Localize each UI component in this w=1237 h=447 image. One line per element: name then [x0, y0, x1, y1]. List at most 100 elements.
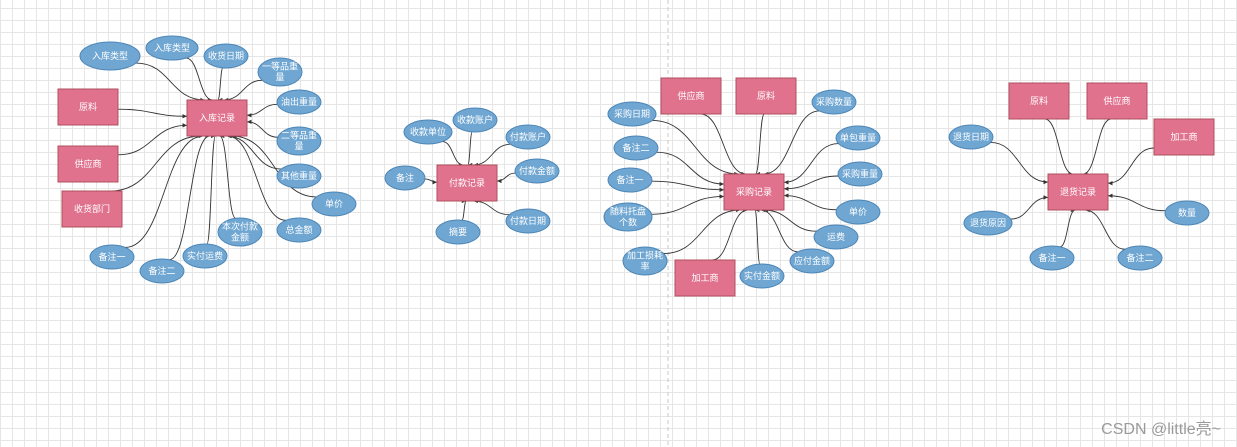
attribute-ellipse[interactable]: [217, 217, 263, 247]
relationship-edge: [1044, 118, 1074, 175]
relationship-edge: [219, 135, 237, 219]
relationship-edge: [754, 209, 761, 265]
arrow-head: [182, 114, 187, 119]
attribute-label: 实付运费: [187, 250, 223, 262]
attribute-ellipse[interactable]: [276, 89, 322, 115]
relationship-edge: [1107, 147, 1155, 184]
entity-box-center[interactable]: [436, 164, 498, 202]
attribute-label: 收款账户: [457, 114, 493, 126]
attribute-label: 单包重量: [840, 132, 876, 144]
attribute-ellipse[interactable]: [1164, 200, 1210, 226]
attribute-ellipse[interactable]: [811, 89, 857, 115]
relationship-edge: [473, 200, 510, 216]
entity-box[interactable]: [674, 259, 736, 297]
attribute-ellipse[interactable]: [182, 243, 228, 269]
attribute-label: 入库类型: [154, 42, 190, 54]
entity-box[interactable]: [1153, 118, 1215, 156]
relationship-edge: [1059, 209, 1076, 248]
attribute-ellipse[interactable]: [79, 41, 141, 71]
attribute-ellipse[interactable]: [514, 158, 560, 184]
entity-box-center[interactable]: [723, 173, 785, 211]
attribute-ellipse[interactable]: [835, 199, 881, 225]
attribute-label: 退货日期: [953, 131, 989, 143]
attribute-ellipse[interactable]: [505, 208, 551, 234]
attribute-ellipse[interactable]: [1117, 245, 1163, 271]
attribute-ellipse[interactable]: [505, 124, 551, 150]
attribute-ellipse[interactable]: [403, 119, 453, 145]
attribute-label: 备注二: [148, 265, 175, 277]
attribute-label: 金额: [231, 232, 249, 244]
relationship-edge: [651, 196, 725, 215]
entity-box-center[interactable]: [1047, 173, 1109, 211]
arrow-head: [247, 119, 252, 125]
relationship-edge: [763, 110, 820, 175]
attribute-ellipse[interactable]: [452, 107, 498, 133]
attribute-ellipse[interactable]: [139, 258, 185, 284]
attribute-ellipse[interactable]: [835, 125, 881, 151]
entity-box[interactable]: [1008, 82, 1070, 120]
attribute-ellipse[interactable]: [622, 246, 668, 276]
diagram-caigou: 采购记录供应商原料加工商采购日期备注二备注一随料托盘个数加工损耗率采购数量单包重…: [603, 77, 883, 297]
relationship-edge: [206, 135, 216, 245]
entity-label: 加工商: [691, 272, 718, 284]
attribute-ellipse[interactable]: [311, 191, 357, 217]
attribute-ellipse[interactable]: [789, 248, 835, 274]
attribute-ellipse[interactable]: [276, 163, 322, 189]
attribute-label: 个数: [619, 217, 637, 229]
attribute-ellipse[interactable]: [276, 126, 322, 156]
attribute-ellipse[interactable]: [963, 210, 1013, 236]
attribute-ellipse[interactable]: [603, 202, 653, 232]
attribute-ellipse[interactable]: [435, 219, 481, 245]
relationship-edge: [990, 142, 1049, 183]
entity-box-center[interactable]: [186, 99, 248, 137]
attribute-ellipse[interactable]: [607, 167, 653, 193]
entity-box[interactable]: [61, 190, 123, 228]
attribute-ellipse[interactable]: [607, 101, 657, 127]
arrow-head: [1108, 193, 1113, 198]
attribute-label: 备注: [396, 172, 414, 184]
entity-box[interactable]: [735, 77, 797, 115]
entity-box[interactable]: [57, 145, 119, 183]
attribute-ellipse[interactable]: [948, 124, 994, 150]
entity-box[interactable]: [1086, 82, 1148, 120]
arrow-head: [182, 123, 187, 128]
attribute-label: 采购日期: [614, 108, 650, 120]
attribute-ellipse[interactable]: [613, 135, 659, 161]
attribute-ellipse[interactable]: [813, 224, 859, 250]
attribute-label: 率: [640, 261, 649, 273]
attribute-ellipse[interactable]: [1029, 245, 1075, 271]
arrow-head: [1108, 181, 1113, 186]
attribute-ellipse[interactable]: [203, 43, 249, 69]
attribute-label: 备注一: [1038, 252, 1065, 264]
entity-label: 供应商: [677, 90, 704, 102]
relationship-edge: [763, 209, 817, 232]
entity-box[interactable]: [660, 77, 722, 115]
attribute-label: 备注一: [98, 251, 125, 263]
relationship-edge: [185, 57, 213, 101]
diagram-tuihuo: 退货记录原料供应商加工商退货日期退货原因备注一备注二数量: [948, 82, 1215, 271]
arrow-head: [719, 194, 724, 199]
relationship-edge: [783, 195, 837, 211]
relationship-edge: [1107, 195, 1166, 212]
attribute-label: 实付金额: [744, 270, 780, 282]
attribute-ellipse[interactable]: [384, 165, 426, 191]
entity-label: 收货部门: [74, 203, 110, 215]
relationship-edge: [117, 124, 188, 156]
attribute-ellipse[interactable]: [89, 244, 135, 270]
attribute-label: 本次付款: [222, 221, 258, 233]
entity-label: 入库记录: [199, 112, 235, 124]
attribute-ellipse[interactable]: [739, 263, 785, 289]
attribute-label: 采购重量: [842, 168, 878, 180]
attribute-ellipse[interactable]: [257, 57, 303, 87]
diagram-nodes: 入库记录原料供应商收货部门入库类型入库类型收货日期一等品重量油出重量二等品重量其…: [57, 35, 1215, 297]
attribute-ellipse[interactable]: [276, 217, 322, 243]
attribute-ellipse[interactable]: [145, 35, 199, 61]
attribute-label: 随料托盘: [610, 206, 646, 218]
attribute-label: 入库类型: [92, 50, 128, 62]
relationship-edge: [227, 135, 287, 221]
attribute-ellipse[interactable]: [837, 161, 883, 187]
relationship-edge: [652, 120, 739, 175]
entity-box[interactable]: [57, 88, 119, 126]
